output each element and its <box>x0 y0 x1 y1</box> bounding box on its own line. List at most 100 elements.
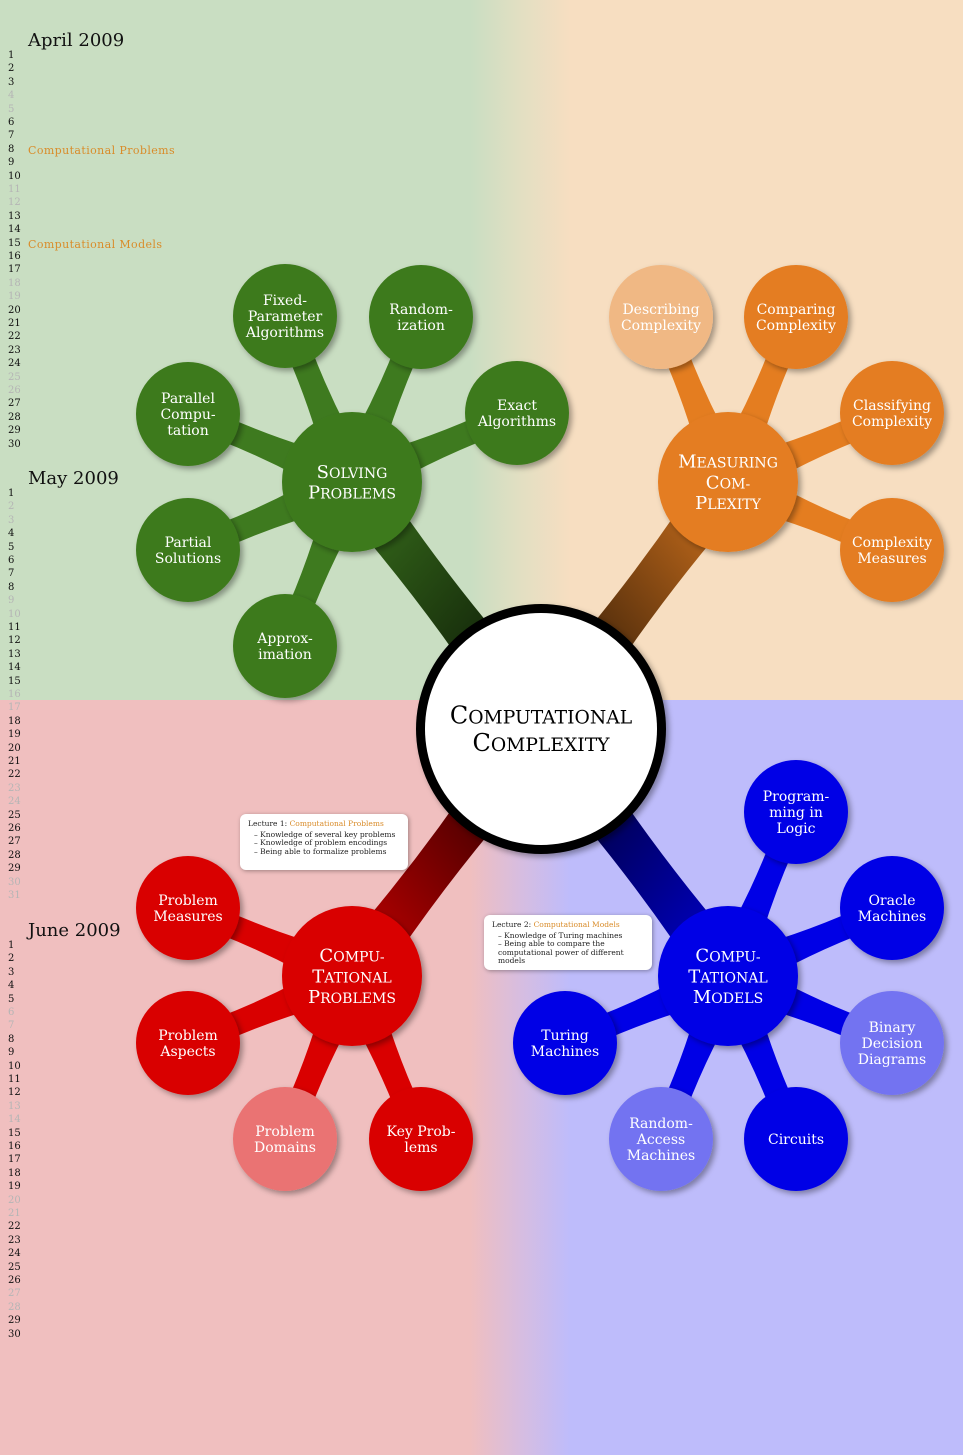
calendar-day: 27 <box>8 836 21 848</box>
calendar-day: 25 <box>8 371 21 383</box>
topic-node <box>369 1087 473 1191</box>
calendar-day: 5 <box>8 541 15 553</box>
node-label: Comparing <box>757 302 836 318</box>
calendar-day: 28 <box>8 411 21 423</box>
calendar-day: 9 <box>8 595 15 607</box>
lecture-note-prefix: Lecture 2: <box>492 920 534 929</box>
calendar-day: 14 <box>8 1114 21 1126</box>
calendar-day: 29 <box>8 863 21 875</box>
node-label: Oracle <box>868 893 915 909</box>
calendar-day: 4 <box>8 528 15 540</box>
node-label: Approx- <box>256 631 313 647</box>
calendar-day: 9 <box>8 157 15 169</box>
node-label: Compu- <box>160 407 215 423</box>
calendar-day: 23 <box>8 1234 21 1246</box>
calendar-day: 4 <box>8 90 15 102</box>
calendar-day: 10 <box>8 1060 21 1072</box>
topic-node <box>233 594 337 698</box>
node-label: Partial <box>165 535 212 551</box>
calendar-day: 12 <box>8 197 21 209</box>
calendar-day: 18 <box>8 1167 21 1179</box>
branch-node <box>282 906 422 1046</box>
calendar-day: 31 <box>8 890 21 901</box>
lecture-note-item: Knowledge of several key problems <box>254 830 400 840</box>
calendar-day: 17 <box>8 264 21 276</box>
calendar-day: 2 <box>8 953 15 965</box>
node-label: COMPLEXITY <box>472 729 610 757</box>
node-label: Problem <box>158 1028 218 1044</box>
calendar-day: 12 <box>8 635 21 647</box>
branch-node <box>282 412 422 552</box>
calendar-day: 12 <box>8 1087 21 1099</box>
calendar-day: 3 <box>8 514 15 526</box>
calendar-day: 15 <box>8 237 21 249</box>
topic-node <box>609 265 713 369</box>
node-label: COMPUTATIONAL <box>450 702 632 730</box>
calendar-day: 18 <box>8 715 21 727</box>
calendar-day: 22 <box>8 331 21 343</box>
node-label: Turing <box>541 1028 589 1044</box>
node-label: Diagrams <box>858 1052 927 1068</box>
topic-node <box>744 1087 848 1191</box>
calendar-day: 18 <box>8 277 21 289</box>
calendar-day: 15 <box>8 675 21 687</box>
topic-node <box>233 264 337 368</box>
topic-node <box>136 856 240 960</box>
calendar-day: 21 <box>8 1208 21 1219</box>
calendar-day: 13 <box>8 1100 21 1112</box>
node-label: MODELS <box>693 987 763 1008</box>
calendar-day: 3 <box>8 76 15 88</box>
calendar-day: 13 <box>8 210 21 222</box>
node-label: Machines <box>627 1148 696 1164</box>
calendar-day: 16 <box>8 251 21 262</box>
node-label: PLEXITY <box>695 493 762 514</box>
calendar-day: 28 <box>8 849 21 861</box>
calendar-day: 11 <box>8 622 21 633</box>
branch-node <box>658 412 798 552</box>
calendar-day: 29 <box>8 425 21 437</box>
calendar-day: 8 <box>8 581 15 593</box>
topic-node <box>369 265 473 369</box>
node-label: COM- <box>706 472 751 493</box>
node-label: Access <box>636 1132 685 1148</box>
topic-node <box>840 498 944 602</box>
calendar-day: 29 <box>8 1315 21 1327</box>
calendar-day: 25 <box>8 1261 21 1273</box>
topic-node <box>609 1087 713 1191</box>
topic-node <box>744 265 848 369</box>
calendar-day: 5 <box>8 993 15 1005</box>
node-label: Random- <box>629 1116 693 1132</box>
calendar-day: 24 <box>8 358 21 370</box>
node-label: Aspects <box>159 1044 215 1060</box>
calendar-day: 11 <box>8 1074 21 1085</box>
calendar-day: 21 <box>8 756 21 767</box>
calendar-day: 6 <box>8 555 15 566</box>
topic-node <box>513 991 617 1095</box>
node-label: Problem <box>255 1124 315 1140</box>
calendar-day: 15 <box>8 1127 21 1139</box>
node-label: Measures <box>153 909 222 925</box>
topic-node <box>840 856 944 960</box>
lecture-note-item: Being able to formalize problems <box>254 847 400 857</box>
node-label: TATIONAL <box>312 966 392 987</box>
node-label: Key Prob- <box>387 1124 456 1140</box>
calendar-day: 14 <box>8 224 21 236</box>
branch-solving: SOLVINGPROBLEMSFixed-ParameterAlgorithms… <box>136 264 569 698</box>
node-label: ization <box>397 318 445 334</box>
lecture-note-item: Knowledge of problem encodings <box>254 838 400 848</box>
node-label: Machines <box>531 1044 600 1060</box>
calendar-day: 25 <box>8 809 21 821</box>
calendar-day: 3 <box>8 966 15 978</box>
node-label: Complexity <box>756 318 836 334</box>
node-label: Algorithms <box>245 325 324 341</box>
calendar-day: 1 <box>8 50 15 61</box>
calendar-day: 28 <box>8 1301 21 1313</box>
topic-node <box>840 361 944 465</box>
calendar-day: 17 <box>8 702 21 714</box>
calendar-day: 16 <box>8 689 21 700</box>
node-label: Complexity <box>852 414 932 430</box>
calendar-day: 22 <box>8 1221 21 1233</box>
